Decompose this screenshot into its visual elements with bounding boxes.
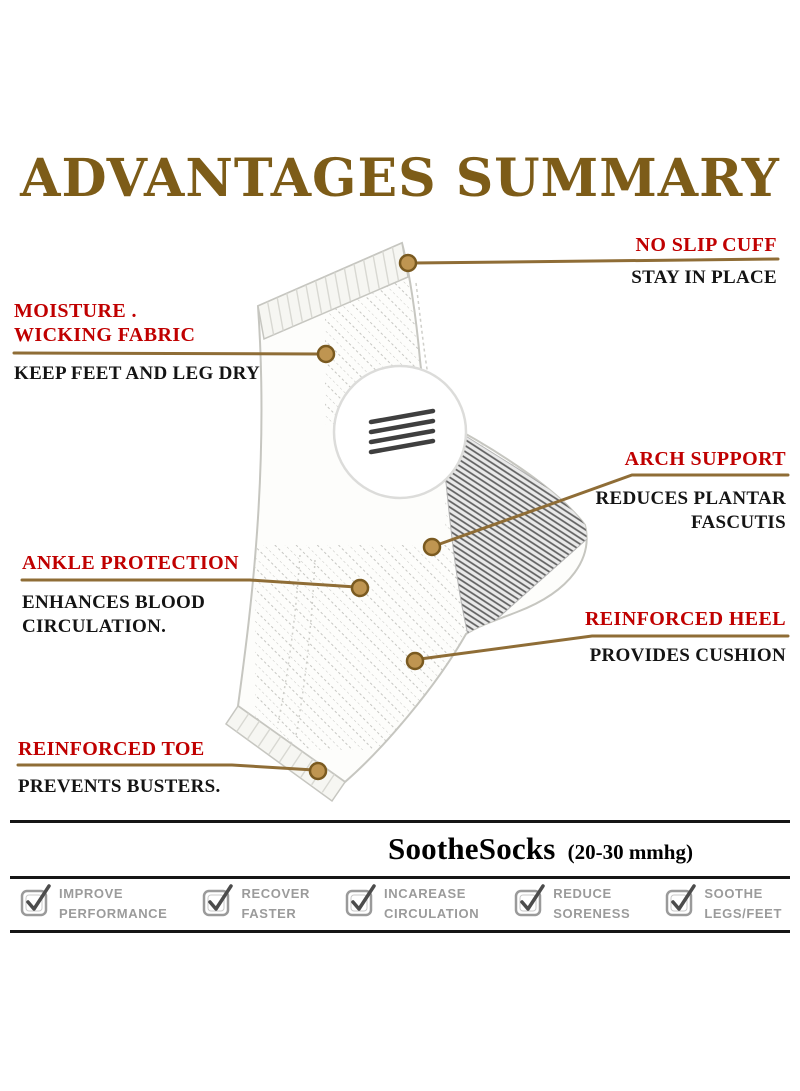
seam-line <box>277 554 301 724</box>
callout-arch-support: ARCH SUPPORT REDUCES PLANTAR FASCUTIS <box>596 447 786 535</box>
knit-texture-lower <box>255 545 470 750</box>
brand-name: SootheSocks <box>388 831 556 866</box>
page-title: ADVANTAGES SUMMARY <box>20 148 780 209</box>
feature-label-line1: INCAREASE <box>384 886 466 901</box>
divider-line-bottom <box>10 930 790 933</box>
checkbox-icon <box>20 884 51 917</box>
callout-subtitle-line1: REDUCES PLANTAR <box>595 488 786 509</box>
checkbox-icon <box>203 884 234 917</box>
cuff-ribs <box>266 247 400 335</box>
sock-illustration <box>224 241 588 803</box>
logo-circle <box>332 364 468 500</box>
callout-subtitle-line2: FASCUTIS <box>691 511 786 533</box>
product-image-sock <box>220 225 620 825</box>
callout-title: ARCH SUPPORT <box>624 448 786 470</box>
callout-subtitle: STAY IN PLACE <box>631 267 777 288</box>
feature-item-soothe-legs-feet: SOOTHE LEGS/FEET <box>665 882 782 923</box>
callout-title-line2: WICKING FABRIC <box>14 324 196 346</box>
callout-subtitle: PREVENTS BUSTERS. <box>18 776 221 797</box>
feature-label-line2: FASTER <box>241 905 297 921</box>
checkbox-icon <box>515 884 546 917</box>
callout-subtitle-line1: ENHANCES BLOOD <box>22 592 206 613</box>
callout-ankle-protection: ANKLE PROTECTION ENHANCES BLOOD CIRCULAT… <box>22 551 239 639</box>
callout-title: REINFORCED HEEL <box>584 608 786 630</box>
callout-title: NO SLIP CUFF <box>635 234 777 256</box>
feature-item-reduce-soreness: REDUCE SORENESS <box>514 882 630 923</box>
callout-title: REINFORCED TOE <box>18 738 205 760</box>
compression-rating: (20-30 mmhg) <box>567 840 693 864</box>
feature-label-line2: SORENESS <box>553 905 631 921</box>
feature-label-line2: CIRCULATION <box>384 905 480 921</box>
callout-title-line1: MOISTURE . <box>14 300 137 322</box>
logo-stripes-icon <box>368 408 436 455</box>
checkbox-icon <box>345 884 376 917</box>
divider-line-top <box>10 820 790 823</box>
feature-item-recover-faster: RECOVER FASTER <box>202 882 310 923</box>
callout-subtitle-line2: CIRCULATION. <box>22 615 167 637</box>
divider-line-middle <box>10 876 790 879</box>
callout-title: ANKLE PROTECTION <box>22 552 239 574</box>
feature-label-line1: IMPROVE <box>59 886 124 901</box>
feature-item-increase-circulation: INCAREASE CIRCULATION <box>345 882 479 923</box>
brand-block: SootheSocks (20-30 mmhg) <box>388 831 693 867</box>
feature-label-line2: PERFORMANCE <box>59 905 168 921</box>
callout-no-slip-cuff: NO SLIP CUFF STAY IN PLACE <box>631 233 777 290</box>
feature-label-line1: REDUCE <box>553 886 612 901</box>
callout-reinforced-toe: REINFORCED TOE PREVENTS BUSTERS. <box>18 737 221 799</box>
feature-item-improve-performance: IMPROVE PERFORMANCE <box>20 882 167 923</box>
feature-label-line1: RECOVER <box>241 886 310 901</box>
callout-subtitle: PROVIDES CUSHION <box>589 645 786 666</box>
checkbox-icon <box>666 884 697 917</box>
callout-subtitle: KEEP FEET AND LEG DRY <box>14 363 260 384</box>
callout-reinforced-heel: REINFORCED HEEL PROVIDES CUSHION <box>585 607 786 668</box>
callout-moisture-wicking: MOISTURE . WICKING FABRIC KEEP FEET AND … <box>14 299 260 386</box>
feature-label-line1: SOOTHE <box>704 886 763 901</box>
feature-list: IMPROVE PERFORMANCE RECOVER FASTER I <box>20 882 782 923</box>
feature-label-line2: LEGS/FEET <box>704 905 782 921</box>
